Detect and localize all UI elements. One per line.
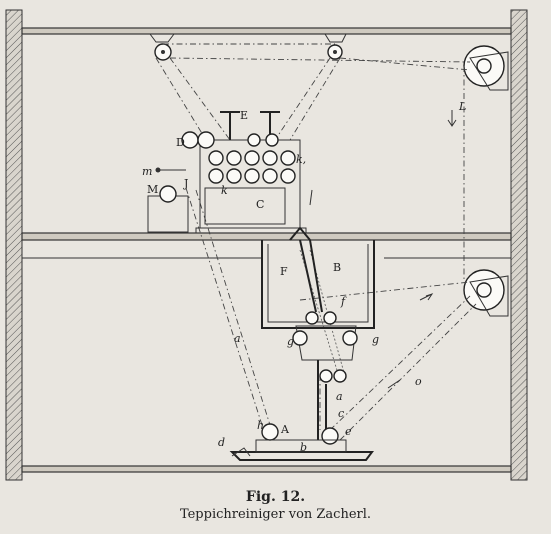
label-C: C — [256, 198, 264, 211]
trough-box — [261, 226, 375, 329]
label-M: M — [147, 183, 158, 196]
label-E: E — [240, 109, 248, 122]
label-k2: k — [221, 184, 228, 197]
label-a1: a — [234, 332, 241, 345]
figure-number: Fig. 12. — [245, 489, 306, 505]
label-h: h — [257, 419, 264, 432]
label-m: m — [142, 165, 152, 178]
wall-pulley-upper — [463, 45, 509, 91]
label-e: e — [345, 425, 352, 438]
figure-caption: Fig. 12. Teppichreiniger von Zacherl. — [0, 488, 551, 524]
label-L: L — [458, 100, 466, 113]
ceiling-beam — [21, 27, 512, 35]
wall-pulley-lower — [463, 269, 509, 317]
middle-floor — [21, 232, 512, 241]
label-J: J — [183, 177, 188, 190]
label-D: D — [176, 136, 185, 149]
label-o: o — [415, 375, 422, 388]
label-g2: g — [372, 333, 379, 346]
label-c: c — [338, 407, 344, 420]
left-wall — [5, 9, 23, 481]
label-A: A — [280, 423, 290, 436]
label-f: f — [340, 295, 347, 308]
label-B: B — [333, 261, 341, 274]
beater-mechanism — [292, 239, 358, 440]
label-g1: g — [287, 335, 294, 348]
rope-lines — [155, 43, 477, 441]
ceiling-pulley-left — [149, 33, 175, 61]
label-k1: k, — [296, 153, 306, 166]
bottom-floor — [21, 465, 512, 473]
figure-subtitle: Teppichreiniger von Zacherl. — [179, 507, 372, 522]
right-wall — [510, 9, 528, 481]
label-d: d — [218, 436, 225, 449]
label-F: F — [280, 265, 288, 278]
label-b: b — [300, 441, 307, 454]
label-a2: a — [336, 390, 343, 403]
cleaning-machine — [147, 111, 307, 234]
ceiling-pulley-right — [324, 33, 347, 60]
direction-arrows — [309, 110, 457, 389]
bottom-carriage — [229, 423, 374, 461]
